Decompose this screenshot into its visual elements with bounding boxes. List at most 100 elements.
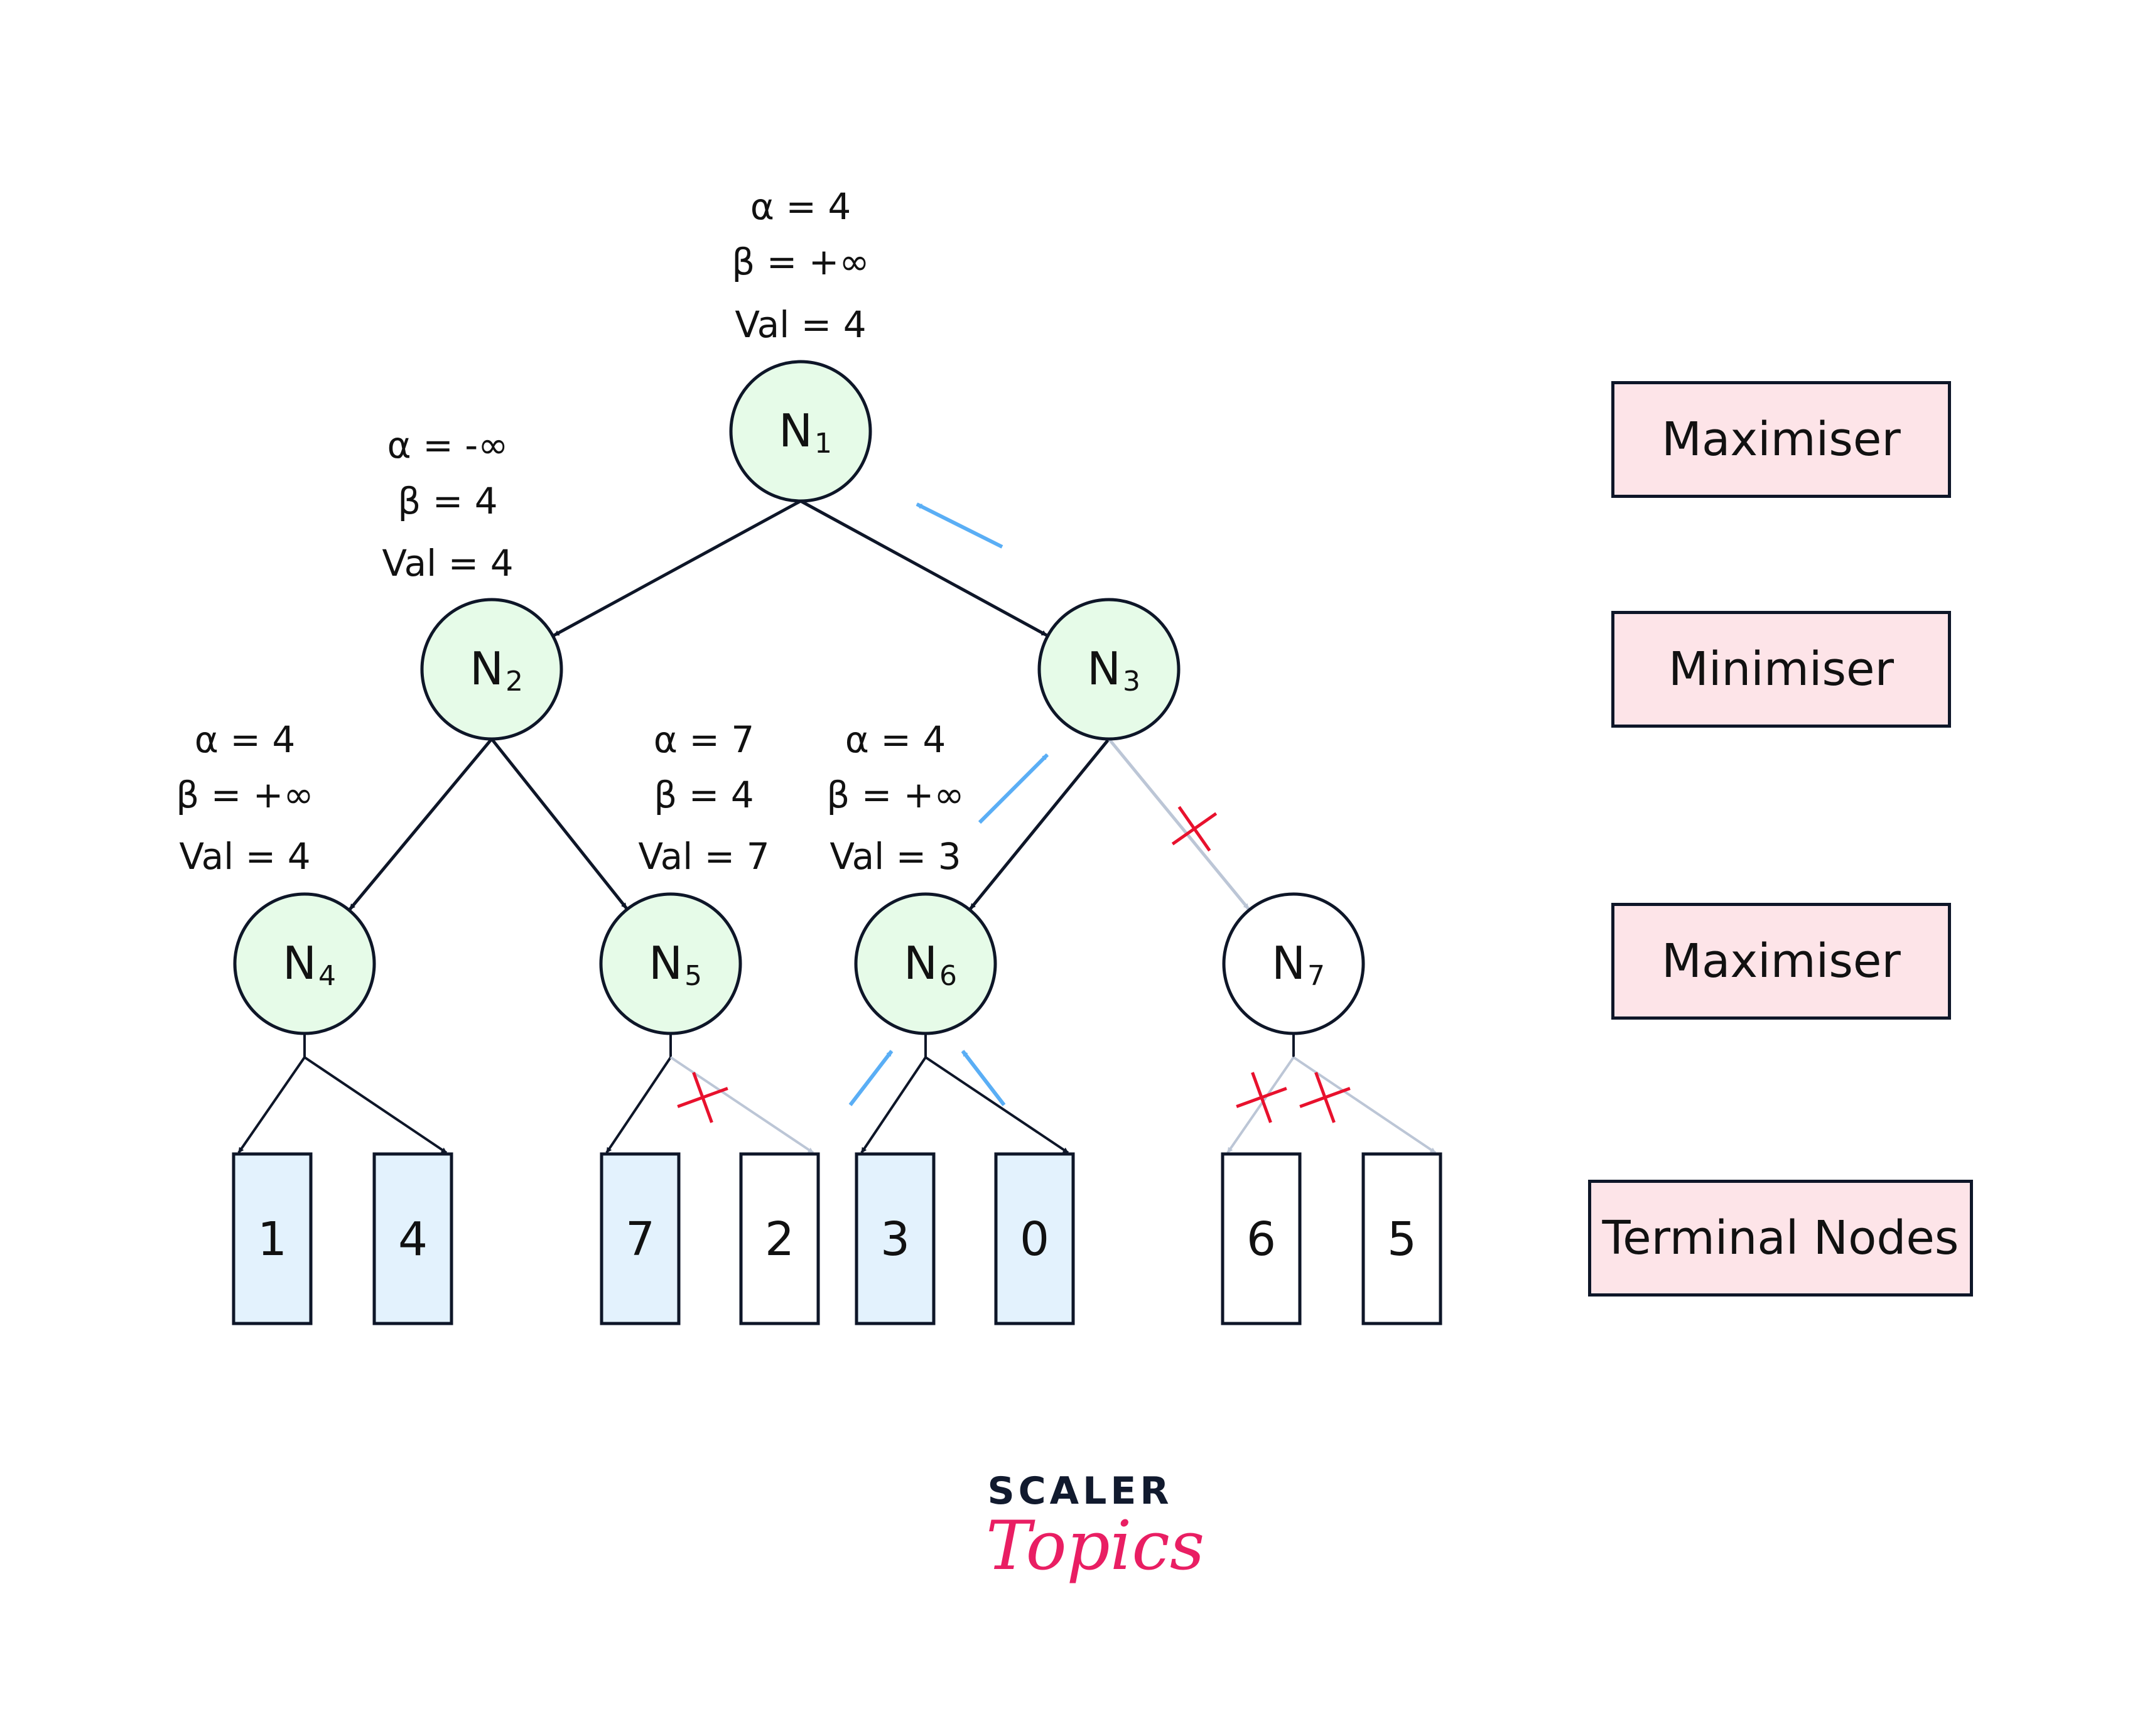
terminal-box <box>739 1152 820 1325</box>
beta-value: β = +∞ <box>732 240 870 283</box>
terminal-box <box>372 1152 453 1325</box>
legend-label: Minimiser <box>1668 642 1894 696</box>
legend-maximiser-level-1: Maximiser <box>1611 381 1951 498</box>
leaf-edges-layer <box>237 1033 1437 1154</box>
legend-maximiser-level-3: Maximiser <box>1611 903 1951 1020</box>
node-label: N <box>649 937 683 989</box>
val-value: Val = 4 <box>735 303 867 346</box>
alpha-value: α = 4 <box>750 185 851 228</box>
backtrack-arrow-icon <box>961 1050 1006 1106</box>
beta-value: β = 4 <box>397 480 498 522</box>
terminal-box <box>600 1152 681 1325</box>
prune-marks-layer <box>677 806 1351 1123</box>
terminal-node: 4 <box>372 1152 453 1325</box>
alpha-value: α = 7 <box>653 718 755 761</box>
node-subscript: 6 <box>939 960 957 992</box>
prune-stroke <box>1236 1087 1287 1108</box>
beta-value: β = 4 <box>654 774 754 816</box>
val-value: Val = 7 <box>638 835 770 878</box>
leaf-edge-1 <box>237 1056 306 1154</box>
beta-value: β = +∞ <box>176 774 314 816</box>
edge-n1-n2 <box>553 499 802 637</box>
backtrack-arrow-icon <box>848 1050 894 1106</box>
node-subscript: 5 <box>684 960 702 992</box>
alpha-value: α = 4 <box>194 718 296 761</box>
terminal-node: 3 <box>855 1152 936 1325</box>
node-circle <box>1222 892 1365 1035</box>
terminal-value: 2 <box>765 1212 794 1266</box>
terminal-node: 5 <box>1361 1152 1442 1325</box>
scaler-topics-logo: SCALER Topics <box>986 1469 1205 1585</box>
prune-mark-icon <box>677 1072 728 1123</box>
edge-n3-n6 <box>969 738 1110 910</box>
node-circle <box>1037 598 1181 741</box>
terminal-node: 0 <box>994 1152 1075 1325</box>
leaf-edge-6 <box>1226 1056 1295 1154</box>
terminal-value: 6 <box>1246 1212 1276 1266</box>
logo-topics-text: Topics <box>986 1507 1205 1585</box>
terminal-node: 2 <box>739 1152 820 1325</box>
terminal-node: 7 <box>600 1152 681 1325</box>
leaf-edge-5 <box>1292 1056 1437 1154</box>
node-label: N <box>1087 642 1121 695</box>
legend-label: Maximiser <box>1662 412 1901 466</box>
terminal-value: 1 <box>257 1212 287 1266</box>
terminal-value: 3 <box>880 1212 910 1266</box>
legend-label: Maximiser <box>1662 934 1901 988</box>
node-label: N <box>283 937 316 989</box>
terminal-value: 4 <box>398 1212 428 1266</box>
val-value: Val = 3 <box>830 835 961 878</box>
prune-mark-icon <box>1171 806 1218 852</box>
node-circle <box>599 892 742 1035</box>
legend-terminal-nodes: Terminal Nodes <box>1588 1180 1973 1297</box>
leaf-edge-4 <box>303 1056 448 1154</box>
terminal-value: 0 <box>1020 1212 1049 1266</box>
terminal-value: 5 <box>1387 1212 1417 1266</box>
prune-stroke <box>1299 1087 1351 1108</box>
backtrack-arrow-icon <box>916 502 1003 549</box>
terminal-node: 1 <box>232 1152 313 1325</box>
node-subscript: 1 <box>814 428 832 460</box>
prune-mark-icon <box>1299 1072 1351 1123</box>
val-value: Val = 4 <box>382 542 514 585</box>
terminal-box <box>855 1152 936 1325</box>
terminal-node: 6 <box>1221 1152 1302 1325</box>
prune-stroke <box>1171 812 1218 846</box>
prune-stroke <box>677 1087 728 1108</box>
prune-mark-icon <box>1236 1072 1287 1123</box>
node-circle <box>420 598 563 741</box>
logo-scaler-text: SCALER <box>987 1469 1173 1513</box>
legend-label: Terminal Nodes <box>1602 1211 1959 1265</box>
terminal-box <box>1221 1152 1302 1325</box>
terminal-box <box>1361 1152 1442 1325</box>
legend-minimiser: Minimiser <box>1611 611 1951 728</box>
edge-n1-n3 <box>799 499 1048 637</box>
beta-value: β = +∞ <box>826 774 965 816</box>
node-subscript: 2 <box>505 666 523 698</box>
edge-n2-n4 <box>349 738 493 910</box>
terminal-box <box>232 1152 313 1325</box>
terminal-box <box>994 1152 1075 1325</box>
node-label: N <box>904 937 938 989</box>
node-circle <box>729 360 872 503</box>
node-circle <box>233 892 376 1035</box>
leaf-edge-7 <box>605 1056 672 1154</box>
terminals-layer: 1 4 7 2 3 0 6 5 <box>232 1152 1442 1325</box>
edges-layer <box>349 499 1250 910</box>
backtrack-arrow-icon <box>978 753 1049 824</box>
node-label: N <box>1272 937 1305 989</box>
backtrack-arrows-layer <box>848 502 1049 1106</box>
node-subscript: 7 <box>1307 960 1325 992</box>
node-subscript: 4 <box>318 960 336 992</box>
leaf-edge-0 <box>924 1056 1069 1154</box>
node-label: N <box>470 642 504 695</box>
leaf-edge-3 <box>860 1056 927 1154</box>
node-subscript: 3 <box>1123 666 1140 698</box>
